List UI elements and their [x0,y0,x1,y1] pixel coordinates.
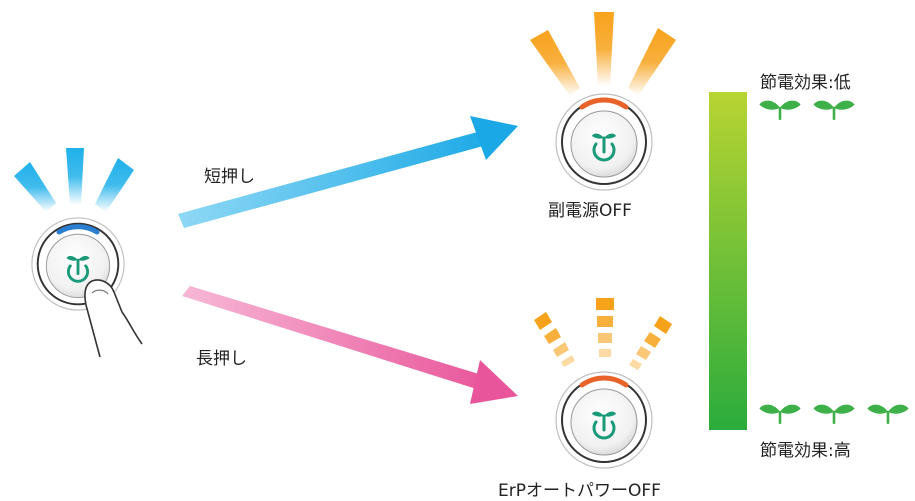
long-press-label: 長押し [196,349,247,369]
blue-indicator-light [56,224,100,235]
pressed-button-group [14,148,143,358]
eco-power-button-icon [554,370,654,470]
power-saving-gradient-bar [709,92,747,430]
saving-low-label: 節電効果:低 [760,73,851,93]
sub-power-off-group [530,12,676,192]
eco-power-button-icon [554,92,654,192]
sprout-icon [866,403,910,426]
sprout-icon [758,403,802,426]
sprout-icon [812,403,856,426]
orange-indicator-light [579,375,629,388]
sprouts-low [758,99,856,122]
blue-glow-rays [14,148,134,212]
short-press-arrow [178,116,518,228]
sprout-icon [758,99,802,122]
long-press-arrow [182,286,518,404]
short-press-label: 短押し [204,167,255,187]
saving-high-label: 節電効果:高 [760,441,851,461]
erp-auto-power-off-label: ErPオートパワーOFF [498,481,661,501]
orange-indicator-light [579,97,629,110]
erp-power-off-group [534,298,672,470]
orange-glow-rays [530,12,676,96]
finger-press-icon [84,279,143,358]
dashed-orange-glow-rays [534,298,672,370]
sub-power-off-label: 副電源OFF [548,201,632,221]
sprout-icon [812,99,856,122]
sprouts-high [758,403,910,426]
